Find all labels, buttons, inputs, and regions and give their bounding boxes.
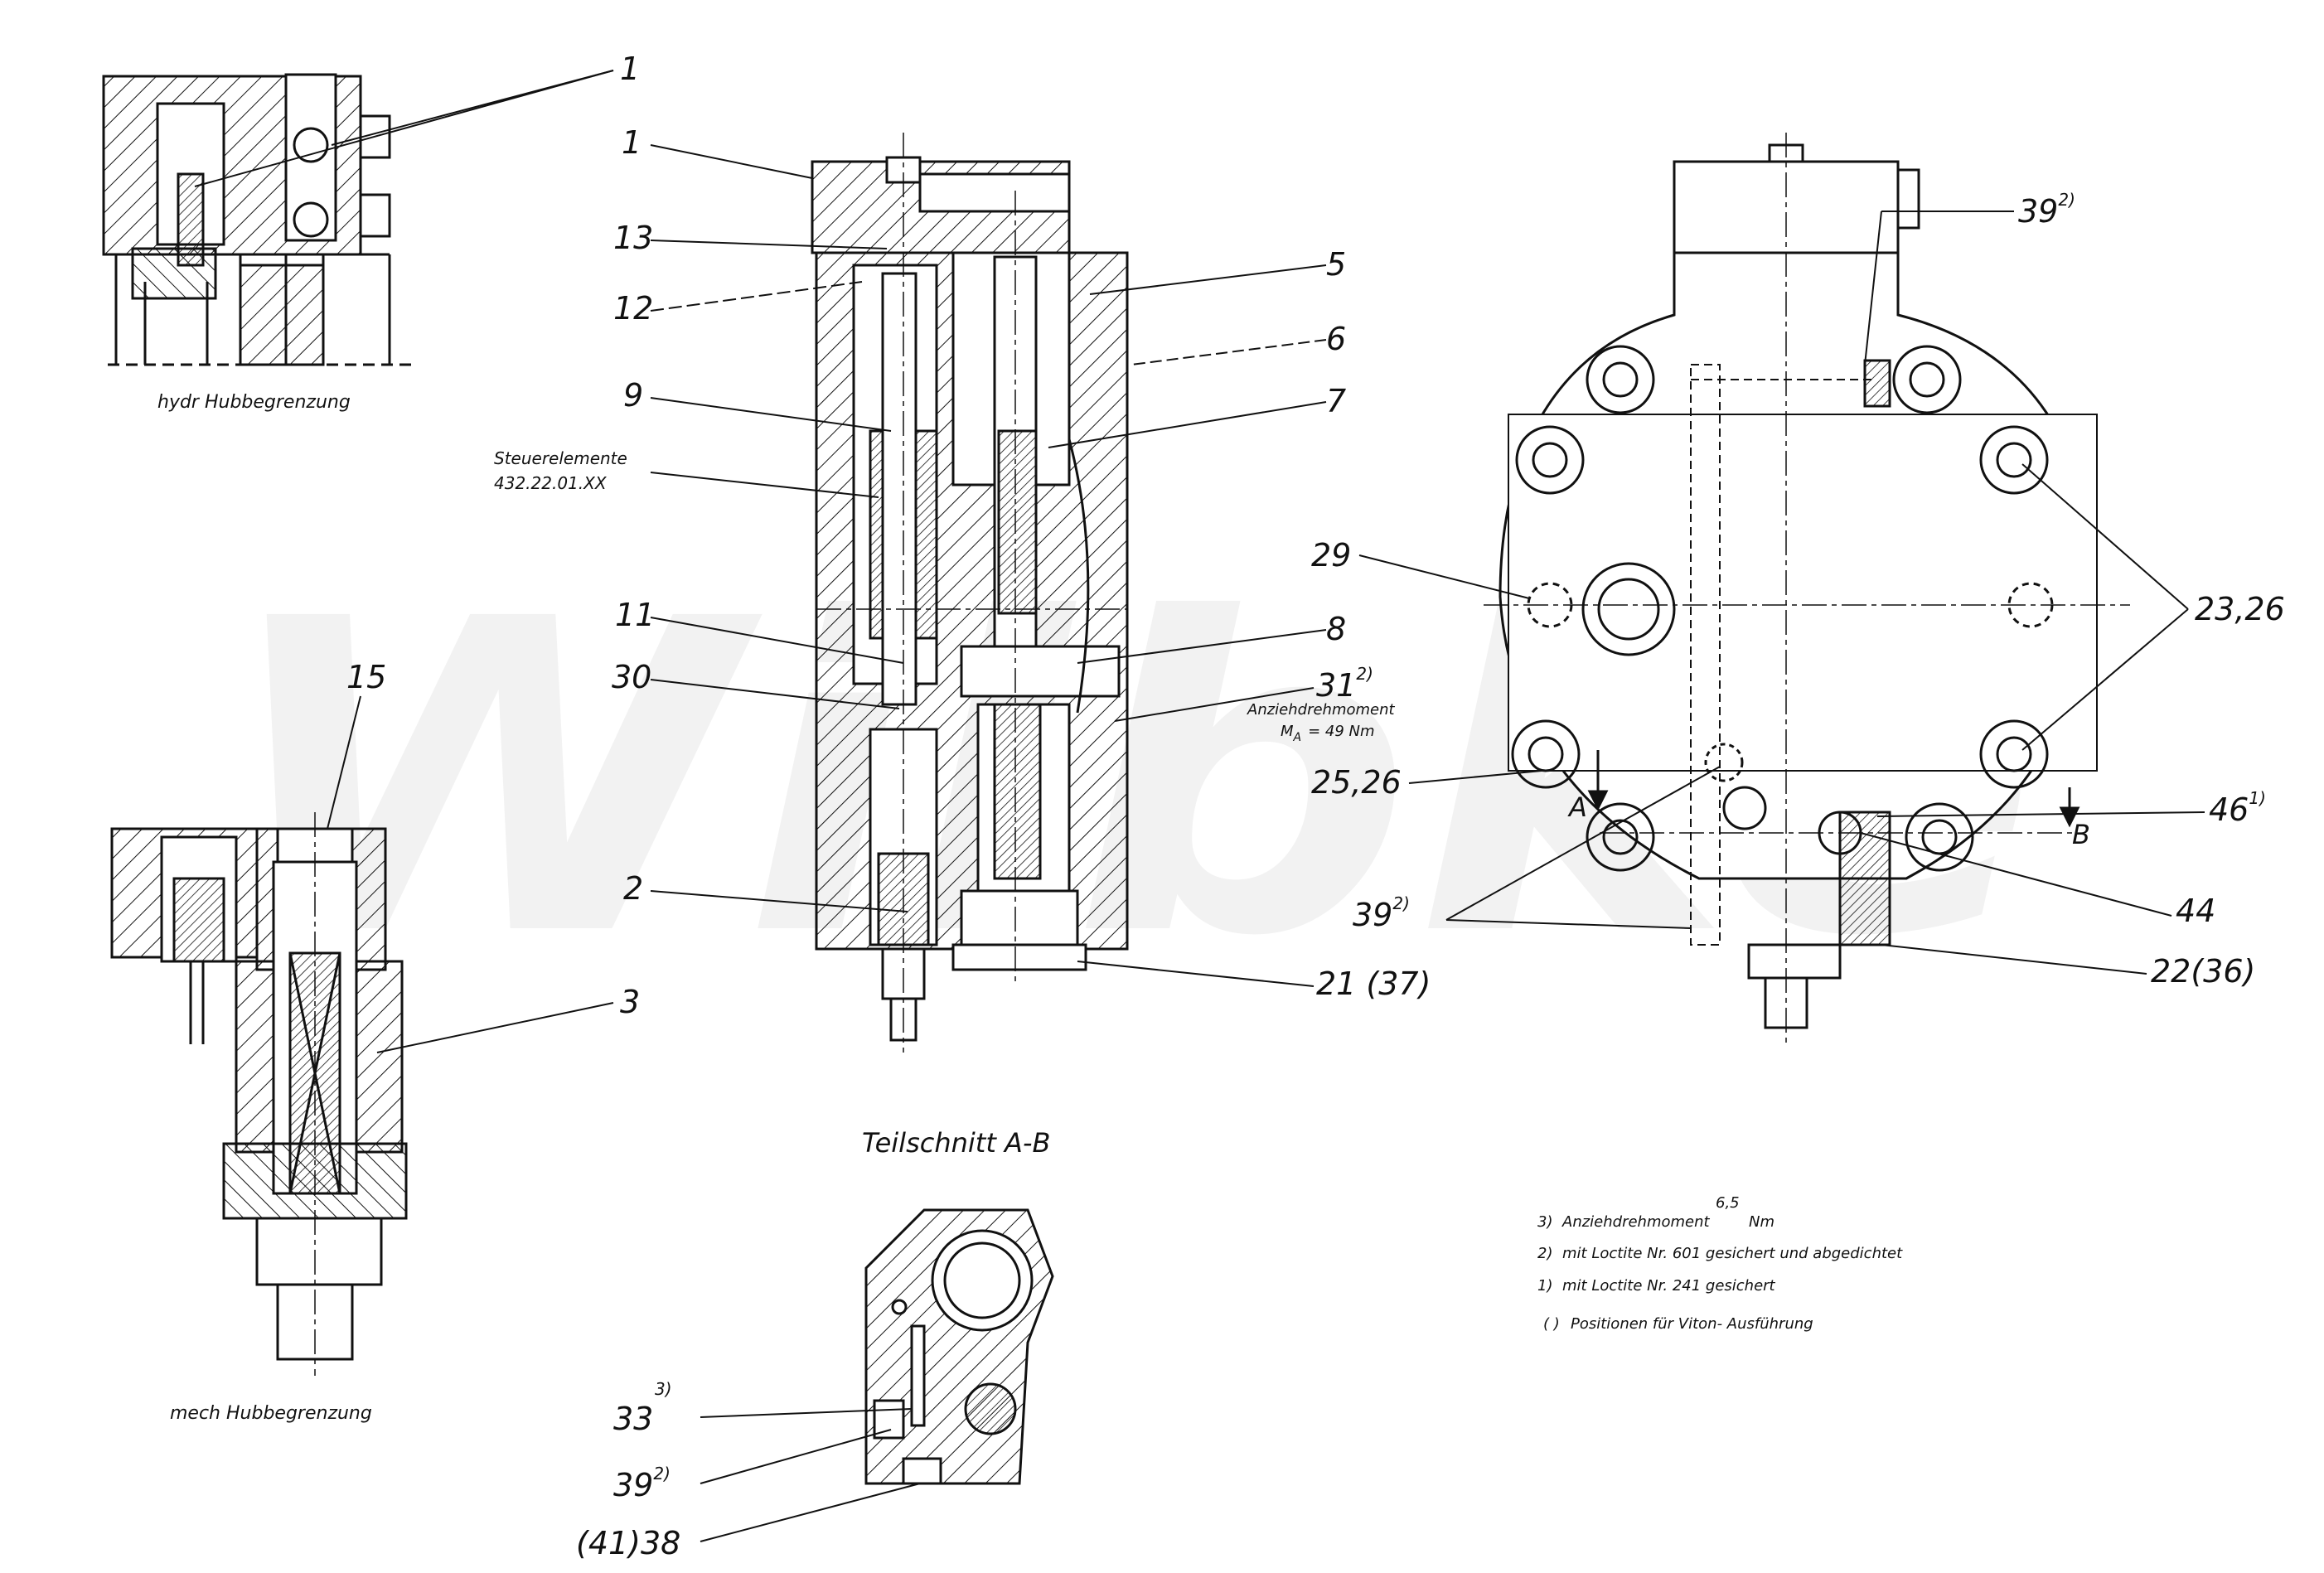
note-2-marker: 2): [1537, 1245, 1552, 1262]
notes-block: 3) Anziehdrehmoment 6,5 Nm 2) mit Loctit…: [1537, 1194, 1903, 1333]
label-39-section: 392): [613, 1464, 671, 1503]
label-31-number: 31: [1316, 667, 1356, 704]
note-1-text: mit Loctite Nr. 241 gesichert: [1562, 1277, 1776, 1295]
label-5: 5: [1326, 246, 1346, 283]
caption-section: Teilschnitt A-B: [862, 1127, 1050, 1159]
label-46-number: 46: [2209, 791, 2249, 828]
note-2-text: mit Loctite Nr. 601 gesichert und abgedi…: [1562, 1245, 1903, 1262]
torque-value: = 49 Nm: [1308, 723, 1374, 740]
caption-mech: mech Hubbegrenzung: [170, 1403, 372, 1424]
label-46-sup: 1): [2249, 788, 2266, 808]
label-29: 29: [1311, 537, 1351, 574]
label-25-26: 25,26: [1311, 764, 1402, 801]
label-31: 312): [1316, 664, 1373, 704]
label-6: 6: [1326, 321, 1346, 357]
label-1-mid: 1: [622, 124, 642, 161]
label-31-sup: 2): [1356, 664, 1373, 684]
label-15: 15: [346, 659, 386, 695]
torque-symbol: M: [1281, 723, 1294, 740]
caption-torque-2: MA = 49 Nm: [1281, 723, 1375, 744]
leader-lines: [194, 70, 2205, 1542]
label-39-bottom-number: 39: [1353, 897, 1392, 933]
note-0-text: Positionen für Viton- Ausführung: [1571, 1315, 1813, 1333]
note-3-value: 6,5: [1716, 1194, 1740, 1212]
label-9: 9: [623, 377, 643, 414]
label-39-bottom: 392): [1353, 893, 1410, 933]
caption-torque-1: Anziehdrehmoment: [1247, 701, 1396, 719]
note-3-marker: 3): [1537, 1213, 1552, 1231]
note-0-marker: ( ): [1543, 1315, 1560, 1333]
front-view: [1484, 133, 2130, 1044]
hydr-stroke-limiter-view: [102, 73, 414, 366]
label-39-top-number: 39: [2018, 193, 2058, 230]
note-1-marker: 1): [1537, 1277, 1552, 1295]
label-30: 30: [612, 659, 651, 695]
label-39-top-sup: 2): [2058, 190, 2075, 210]
label-section-b: B: [2072, 819, 2090, 850]
label-41-38: (41)38: [576, 1525, 680, 1561]
mech-stroke-limiter-view: [110, 812, 408, 1376]
label-33: 33: [613, 1401, 653, 1437]
label-39-top: 392): [2018, 190, 2075, 230]
label-12: 12: [613, 290, 653, 327]
note-3-unit: Nm: [1749, 1213, 1774, 1231]
label-section-a: A: [1567, 791, 1587, 823]
label-44: 44: [2176, 893, 2215, 929]
label-46: 461): [2209, 788, 2266, 828]
label-13: 13: [613, 220, 653, 256]
caption-steuer-2: 432.22.01.XX: [494, 473, 608, 493]
caption-hydr: hydr Hubbegrenzung: [157, 392, 351, 413]
label-7: 7: [1326, 383, 1346, 419]
label-33-sup: 3): [655, 1379, 672, 1399]
label-33-number: 33: [613, 1401, 653, 1437]
label-1-left: 1: [620, 51, 640, 87]
label-23-26: 23,26: [2195, 591, 2285, 627]
label-3: 3: [620, 984, 640, 1020]
note-3-text: Anziehdrehmoment: [1561, 1213, 1711, 1231]
torque-subscript: A: [1293, 731, 1302, 744]
label-39-bottom-sup: 2): [1392, 893, 1410, 913]
label-39-section-number: 39: [613, 1467, 653, 1503]
label-21-37: 21 (37): [1316, 966, 1431, 1002]
label-39-section-sup: 2): [653, 1464, 671, 1483]
label-2: 2: [623, 870, 643, 907]
label-11: 11: [615, 597, 655, 633]
caption-steuer-1: Steuerelemente: [494, 448, 627, 468]
label-8: 8: [1326, 611, 1346, 647]
partial-section-view: [864, 1208, 1054, 1485]
label-22-36: 22(36): [2151, 953, 2255, 990]
main-section-view: [811, 133, 1129, 1053]
